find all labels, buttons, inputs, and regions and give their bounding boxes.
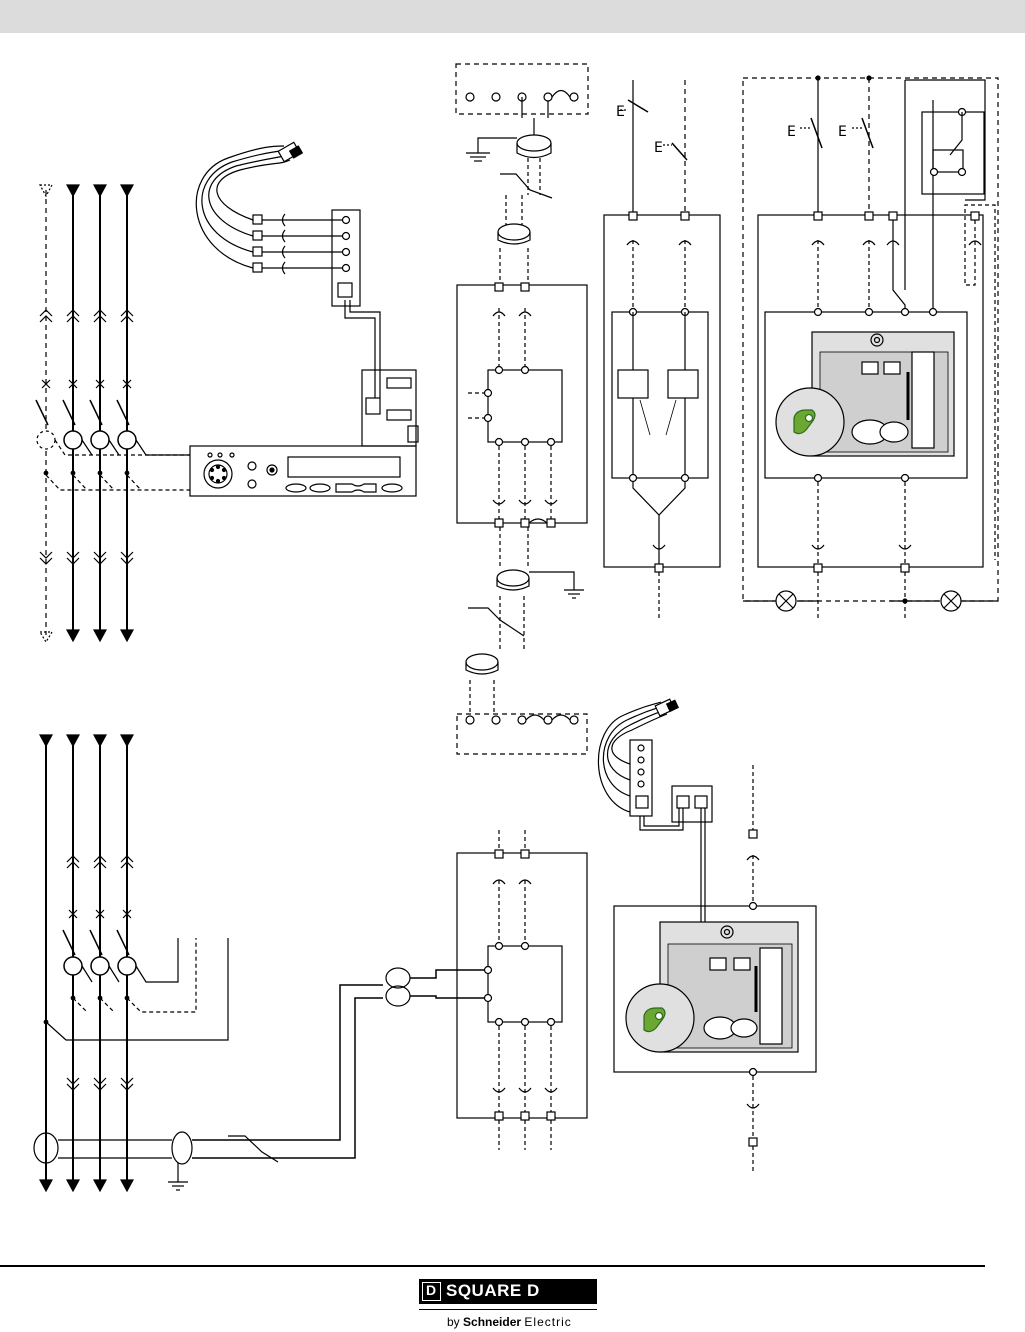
- e-label-2: E: [654, 140, 663, 156]
- e-contacts-block-right: [743, 76, 998, 618]
- brand-d-mark: D: [422, 1282, 441, 1301]
- brand-by: by: [447, 1315, 460, 1329]
- brand-box: D SQUARE D: [419, 1279, 597, 1304]
- square-d-logo: D SQUARE D by Schneider Electric: [419, 1279, 599, 1327]
- e-contacts-block-left: [604, 80, 720, 618]
- brand-suffix: Electric: [524, 1315, 571, 1329]
- main-breaker-poles-bottom: [34, 735, 488, 1191]
- brand-company: Schneider: [463, 1315, 521, 1329]
- e-label-3: E: [787, 124, 796, 140]
- brand-letter: D: [426, 1282, 436, 1298]
- brand-subtitle: by Schneider Electric: [447, 1315, 572, 1329]
- main-breaker-poles-top: [36, 185, 190, 642]
- e-label-1: E: [616, 104, 625, 120]
- brand-underline: [419, 1309, 597, 1310]
- brand-name-text: SQUARE D: [446, 1281, 540, 1300]
- device-bottom-right: [598, 699, 816, 1172]
- communication-module-top: [196, 142, 418, 446]
- trip-unit-device: [190, 446, 416, 496]
- brand-name: SQUARE D: [446, 1281, 540, 1301]
- terminal-block-bottom: [457, 830, 587, 1150]
- e-label-4: E: [838, 124, 847, 140]
- footer-rule: [0, 1265, 985, 1267]
- cable-center-top: [456, 64, 588, 754]
